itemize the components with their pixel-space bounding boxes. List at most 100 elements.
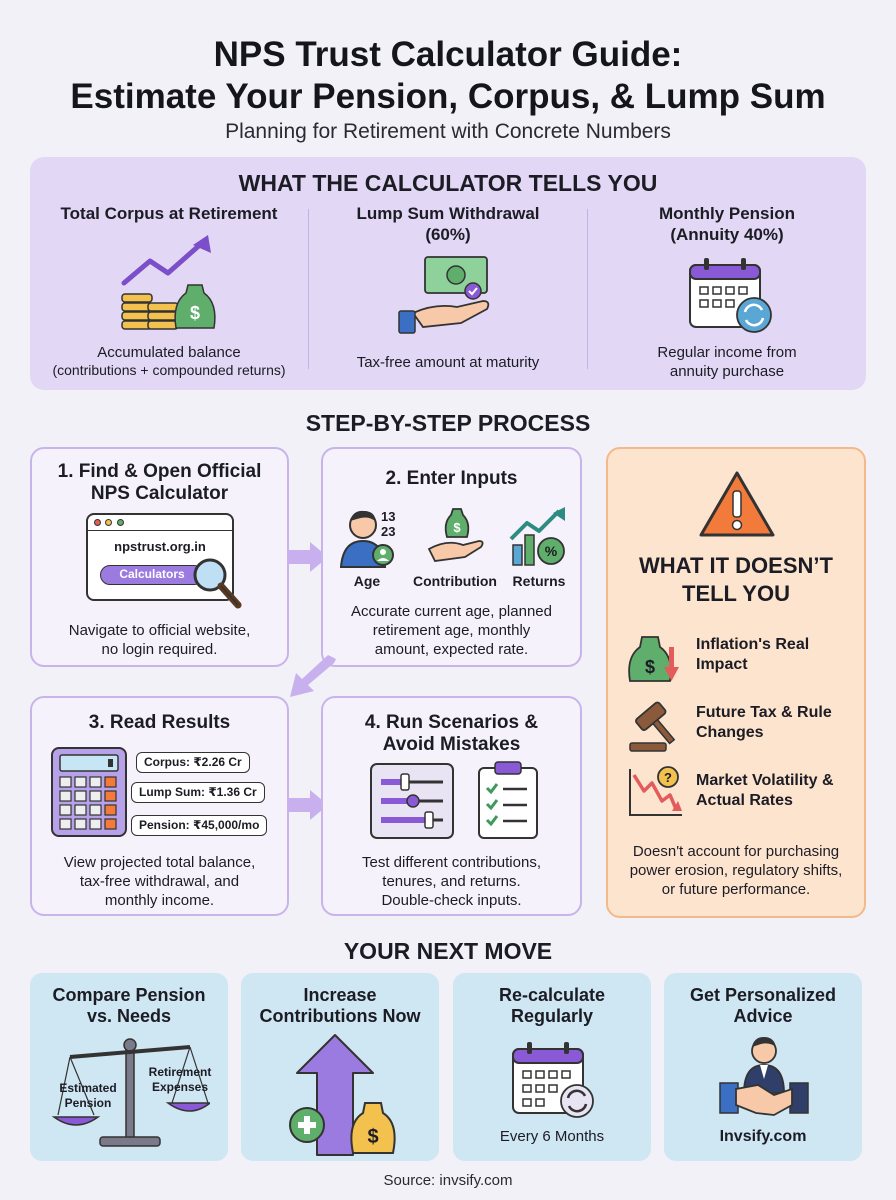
- page-title: NPS Trust Calculator Guide: Estimate You…: [0, 34, 896, 118]
- pension-result: Pension: ₹45,000/mo: [131, 815, 268, 836]
- doesnt-desc: Doesn't account for purchasing power ero…: [614, 842, 858, 899]
- tell-pension-desc-1: Regular income from: [657, 344, 797, 361]
- svg-text:$: $: [367, 1126, 378, 1148]
- next-card-3-title-1: Re-calculate: [498, 985, 606, 1005]
- doesnt-card: WHAT IT DOESN’T TELL YOU $ Inflation's R…: [606, 447, 866, 918]
- svg-text:$: $: [645, 657, 655, 677]
- label-contribution: Contribution: [413, 573, 497, 589]
- doesnt-item-volatility: ? Market Volatility & Actual Rates: [622, 765, 858, 821]
- tell-lump-desc: Tax-free amount at maturity: [356, 354, 540, 371]
- doesnt-title: WHAT IT DOESN’T TELL YOU: [608, 552, 864, 608]
- next-card-1-title-2: vs. Needs: [86, 1006, 172, 1026]
- next-card-advice: Get Personalized Advice Invsify.com: [664, 973, 862, 1161]
- step-3-desc-3: monthly income.: [104, 892, 215, 909]
- balance-scale-icon: [51, 1038, 210, 1147]
- advice-caption[interactable]: Invsify.com: [719, 1128, 807, 1145]
- svg-text:%: %: [545, 543, 558, 559]
- handshake-advisor-icon: [719, 1037, 809, 1116]
- scale-right-label-2: Expenses: [151, 1080, 209, 1094]
- doesnt-item-3-line-2: Actual Rates: [696, 792, 793, 809]
- step-2-desc-1: Accurate current age, planned: [351, 603, 552, 620]
- step-4-desc-1: Test different contributions,: [362, 854, 541, 871]
- step-3-desc-1: View projected total balance,: [63, 854, 256, 871]
- magnifier-icon: [193, 558, 242, 609]
- next-card-2-title-1: Increase: [303, 985, 377, 1005]
- person-age-icon: [339, 510, 394, 568]
- doesnt-title-1: WHAT IT DOESN’T: [639, 553, 833, 578]
- step-1-desc-1: Navigate to official website,: [68, 622, 251, 639]
- next-card-compare: Compare Pension vs. Needs Estimated Pens…: [30, 973, 228, 1161]
- tells-title: WHAT THE CALCULATOR TELLS YOU: [238, 170, 658, 196]
- money-bag-down-icon: $: [628, 636, 679, 682]
- returns-chart-icon: %: [509, 507, 565, 566]
- doesnt-item-inflation: $ Inflation's Real Impact: [622, 629, 858, 685]
- next-card-increase: Increase Contributions Now $: [241, 973, 439, 1161]
- next-card-3-title-2: Regularly: [510, 1006, 594, 1026]
- svg-text:$: $: [190, 303, 200, 323]
- step-2-desc-2: retirement age, monthly: [372, 622, 531, 639]
- step-4-desc-2: tenures, and returns.: [382, 873, 521, 890]
- next-card-4-title-1: Get Personalized: [689, 985, 837, 1005]
- next-card-recalculate: Re-calculate Regularly Every 6 Months: [453, 973, 651, 1161]
- doesnt-item-2-line-2: Changes: [696, 724, 764, 741]
- source-credit: Source: invsify.com: [383, 1172, 513, 1189]
- doesnt-desc-3: or future performance.: [661, 881, 811, 898]
- age-number-1: 13: [381, 509, 396, 524]
- lump-sum-result: Lump Sum: ₹1.36 Cr: [131, 782, 265, 803]
- doesnt-title-2: TELL YOU: [682, 581, 790, 606]
- step-4-title-1: 4. Run Scenarios &: [364, 712, 539, 733]
- tell-corpus: Total Corpus at Retirement $ Accumulated…: [30, 203, 308, 383]
- checklist-icon: [478, 761, 538, 839]
- step-2-title: 2. Enter Inputs: [385, 468, 518, 489]
- calendar-refresh-icon-2: [512, 1042, 594, 1118]
- arrow-diagonal-icon: [290, 655, 336, 697]
- step-1-title-1: 1. Find & Open Official: [57, 461, 262, 482]
- arrow-right-icon: [288, 542, 328, 572]
- gavel-icon: [629, 701, 676, 752]
- arrow-right-icon-2: [288, 790, 328, 820]
- svg-text:?: ?: [664, 770, 672, 785]
- svg-text:$: $: [453, 520, 461, 535]
- tell-corpus-desc-1: Accumulated balance: [97, 344, 241, 361]
- tells-panel: WHAT THE CALCULATOR TELLS YOU Total Corp…: [30, 157, 866, 390]
- step-2-card: 2. Enter Inputs 13 23 $ % Age Contributi…: [321, 447, 582, 667]
- corpus-result: Corpus: ₹2.26 Cr: [136, 752, 250, 773]
- age-numbers: 13 23: [381, 509, 395, 539]
- browser-url[interactable]: npstrust.org.in: [114, 539, 206, 554]
- next-card-4-title-2: Advice: [733, 1006, 793, 1026]
- label-returns: Returns: [512, 573, 566, 589]
- tells-divider-2: [587, 209, 588, 369]
- step-3-card: 3. Read Results Corpus: ₹2.26 Cr Lump Su…: [30, 696, 289, 916]
- next-title: YOUR NEXT MOVE: [343, 938, 553, 964]
- tell-lump-heading-2: (60%): [425, 225, 471, 244]
- next-card-1-title-1: Compare Pension: [52, 985, 206, 1005]
- tell-corpus-heading: Total Corpus at Retirement: [60, 204, 278, 223]
- hand-moneybag-icon: $: [427, 508, 484, 562]
- steps-title: STEP-BY-STEP PROCESS: [305, 410, 591, 436]
- age-number-2: 23: [381, 524, 396, 539]
- tell-pension-heading-2: (Annuity 40%): [670, 225, 784, 244]
- doesnt-item-3-line-1: Market Volatility &: [696, 772, 834, 789]
- increase-arrow-icon: $: [289, 1034, 396, 1156]
- step-3-title: 3. Read Results: [88, 712, 231, 733]
- recalc-caption: Every 6 Months: [499, 1128, 605, 1145]
- tell-pension-desc-2: annuity purchase: [669, 363, 785, 380]
- volatility-chart-icon: ?: [629, 766, 682, 816]
- calendar-refresh-icon: [689, 258, 772, 333]
- next-card-2-title-2: Contributions Now: [259, 1006, 421, 1026]
- doesnt-desc-1: Doesn't account for purchasing: [632, 843, 840, 860]
- calculators-button[interactable]: Calculators: [100, 565, 204, 585]
- label-age: Age: [353, 573, 381, 589]
- tells-divider-1: [308, 209, 309, 369]
- calculator-icon: [51, 747, 127, 837]
- scale-left-label-2: Pension: [64, 1096, 112, 1110]
- tell-lump-heading: Lump Sum Withdrawal: [356, 204, 540, 223]
- tell-pension: Monthly Pension (Annuity 40%) Regular in…: [588, 203, 866, 383]
- warning-icon: [699, 471, 775, 537]
- doesnt-item-tax-label: Future Tax & Rule Changes: [696, 703, 856, 743]
- step-4-title-2: Avoid Mistakes: [382, 734, 521, 755]
- scale-right-label: Retirement Expenses: [140, 1065, 220, 1095]
- doesnt-desc-2: power erosion, regulatory shifts,: [629, 862, 843, 879]
- page-subtitle: Planning for Retirement with Concrete Nu…: [225, 120, 671, 143]
- sliders-icon: [370, 763, 454, 839]
